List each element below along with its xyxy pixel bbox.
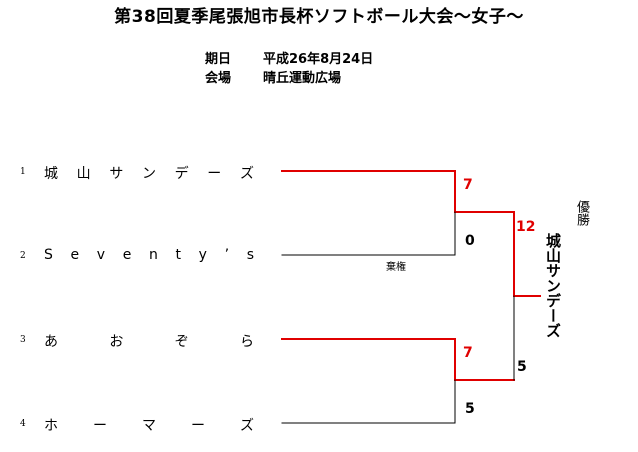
team-name-char: 山 xyxy=(76,166,91,182)
champion-label: 優勝 xyxy=(574,200,589,226)
bracket-line xyxy=(281,379,456,424)
bracket-line xyxy=(281,211,456,256)
team-seed: 4 xyxy=(20,419,26,429)
venue-label: 会場 xyxy=(205,71,232,86)
team-seed: 2 xyxy=(20,251,26,261)
team-name-char: ’ xyxy=(224,247,230,263)
page-title: 第38回夏季尾張旭市長杯ソフトボール大会〜女子〜 xyxy=(114,7,524,27)
team-name-char: n xyxy=(149,247,158,263)
venue-row: 会場 晴丘運動広場 xyxy=(205,67,341,86)
match1-loser-score: 0 xyxy=(465,233,475,249)
team-name-char: ズ xyxy=(240,418,254,434)
date-value: 平成26年8月24日 xyxy=(263,52,374,67)
date-row: 期日 平成26年8月24日 xyxy=(205,48,373,67)
champion-name: 城山サンデーズ xyxy=(544,233,562,338)
team-seed: 3 xyxy=(20,335,26,345)
team-name-char: ー xyxy=(93,418,107,434)
final-winner-score: 12 xyxy=(516,219,536,235)
match2-loser-score: 5 xyxy=(465,401,475,417)
team-name-char: マ xyxy=(142,418,156,434)
final-loser-score: 5 xyxy=(517,359,527,375)
bracket-line-winner xyxy=(281,170,541,297)
team-name-char: e xyxy=(122,247,132,263)
team-name-char: デ xyxy=(174,166,189,182)
team-name-char: ー xyxy=(207,166,222,182)
team-name-char: お xyxy=(109,334,124,350)
team-name-char: ホ xyxy=(44,418,58,434)
date-label: 期日 xyxy=(205,52,232,67)
match2-winner-score: 7 xyxy=(463,345,473,361)
team-name-char: サ xyxy=(109,166,124,182)
bracket-line-winner xyxy=(281,338,515,381)
team-name-char: あ xyxy=(44,334,58,350)
team-name-char: ぞ xyxy=(174,334,189,350)
team-seed: 1 xyxy=(20,167,26,177)
team-name-1: 城山サンデーズ xyxy=(44,163,254,183)
team-name-char: ら xyxy=(239,334,254,350)
team-name-char: ー xyxy=(191,418,205,434)
team-name-char: ズ xyxy=(239,166,254,182)
team-name-char: t xyxy=(175,247,182,263)
team-name-char: y xyxy=(198,247,207,263)
team-name-char: v xyxy=(96,247,106,263)
team-name-char: 城 xyxy=(44,166,58,182)
team-name-3: あおぞら xyxy=(44,331,254,351)
venue-value: 晴丘運動広場 xyxy=(263,71,342,86)
team-name-char: S xyxy=(44,247,53,263)
team-name-4: ホーマーズ xyxy=(44,415,254,435)
team-name-char: e xyxy=(70,247,80,263)
forfeit-note: 棄権 xyxy=(386,262,406,273)
match1-winner-score: 7 xyxy=(463,177,473,193)
team-name-char: ン xyxy=(141,166,156,182)
team-name-char: s xyxy=(246,247,254,263)
